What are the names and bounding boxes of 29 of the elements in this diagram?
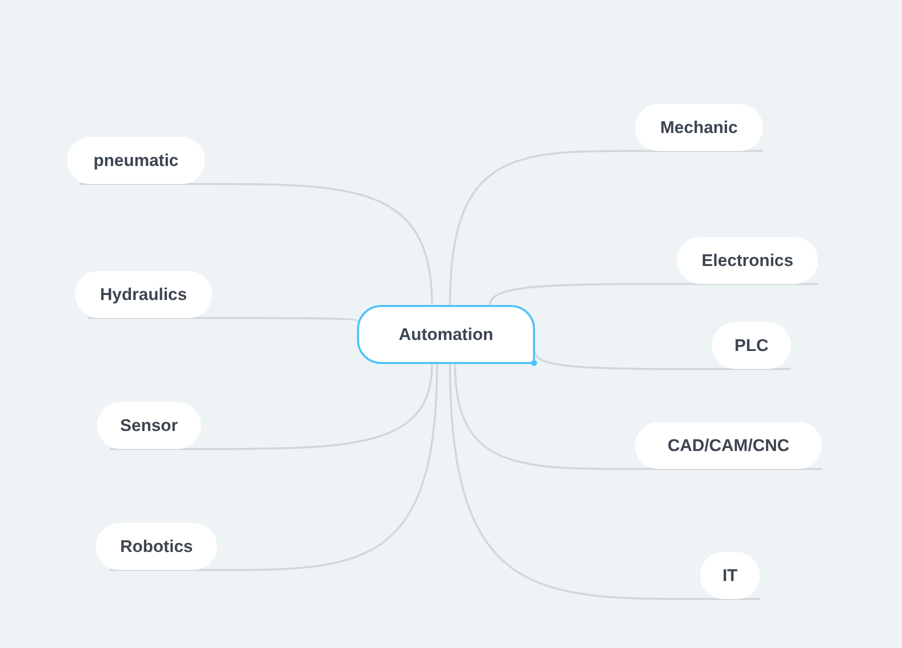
topic-pill [677,237,818,284]
central-topic-box [357,305,535,364]
connector-line [449,364,760,600]
topic-pill [635,422,822,469]
topic-pill [96,523,217,570]
topic-pill [75,271,212,318]
topic-text: Hydraulics [100,284,187,306]
topic-text: PLC [734,334,768,357]
topic-pill [700,552,760,599]
connector-line [110,364,438,571]
topic-text: Electronics [702,250,794,272]
connector-line [454,364,822,470]
topic-pill [67,137,205,184]
connector-line [489,283,818,306]
connector-line [449,150,763,306]
topic-pill [712,322,791,369]
topic-text: Sensor [120,414,178,437]
connector-line [80,183,433,306]
connector-line [534,352,791,370]
topic-text: Automation [398,324,494,346]
connector-line [110,364,433,450]
topic-pill [97,402,201,449]
topic-text: Mechanic [660,116,738,139]
connector-line [88,317,358,322]
topic-text: IT [722,564,738,587]
topic-text: CAD/CAM/CNC [668,434,790,457]
topic-text: pneumatic [93,150,179,172]
topic-text: Robotics [120,536,193,558]
topic-pill [635,104,763,151]
